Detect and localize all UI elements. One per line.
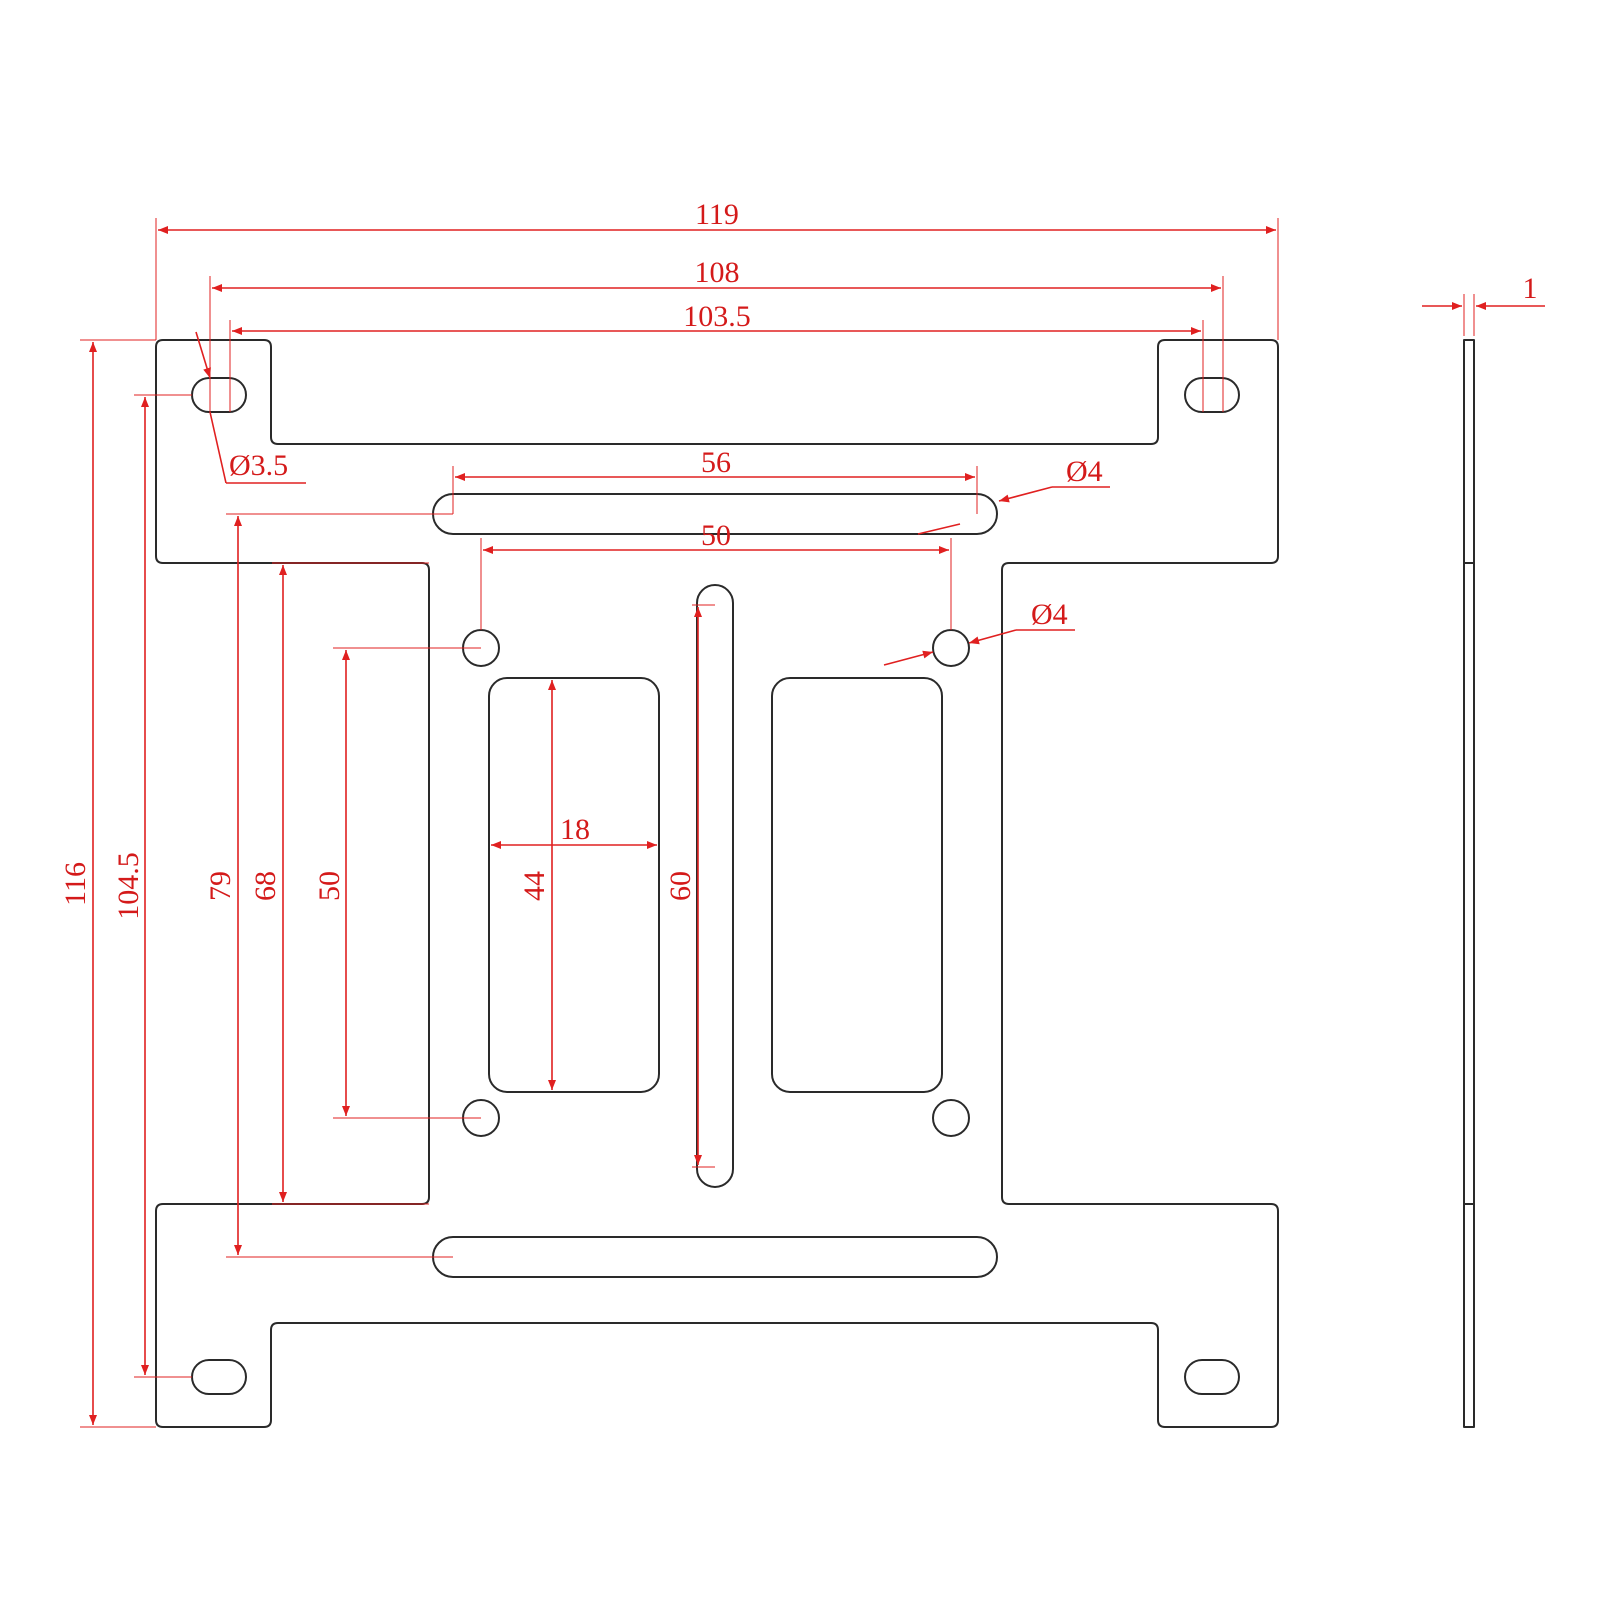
side-profile bbox=[1463, 339, 1475, 1428]
corner-hole-top-left bbox=[191, 377, 247, 413]
label-overall-width: 119 bbox=[695, 198, 739, 231]
dim-side-thickness: 1 bbox=[1422, 272, 1545, 336]
label-overall-height: 116 bbox=[59, 862, 92, 906]
label-side-thickness: 1 bbox=[1523, 272, 1538, 305]
label-inner-arm-height: 68 bbox=[249, 871, 282, 901]
dim-window-height: 44 bbox=[518, 680, 556, 1090]
label-window-width: 18 bbox=[560, 813, 590, 846]
label-round-hole-spacing-y: 50 bbox=[313, 871, 346, 901]
label-round-hole-spacing-x: 50 bbox=[701, 519, 731, 552]
label-center-slot-length: 60 bbox=[664, 871, 697, 901]
label-outer-hole-spacing-y: 104.5 bbox=[112, 852, 145, 920]
window-left bbox=[488, 677, 660, 1093]
dim-outer-hole-spacing: 108 bbox=[209, 256, 1224, 412]
dim-slot-end-diameter: Ø4 bbox=[917, 455, 1110, 535]
dim-round-hole-diameter: Ø4 bbox=[883, 598, 1075, 666]
label-slot-spacing-y: 79 bbox=[204, 871, 237, 901]
dim-slot-length: 56 bbox=[452, 446, 978, 514]
dim-overall-width: 119 bbox=[155, 198, 1279, 340]
dim-overall-height: 116 bbox=[59, 339, 156, 1428]
corner-hole-bottom-left bbox=[191, 1359, 247, 1395]
dim-round-hole-spacing-y: 50 bbox=[313, 647, 481, 1119]
dim-window-width: 18 bbox=[491, 813, 657, 849]
dim-slot-spacing-y: 79 bbox=[204, 513, 453, 1258]
bottom-slot bbox=[432, 1236, 998, 1278]
label-small-hole-diameter: Ø3.5 bbox=[229, 449, 288, 482]
label-outer-hole-spacing: 108 bbox=[695, 256, 740, 289]
dim-round-hole-spacing-x: 50 bbox=[480, 519, 952, 630]
round-hole-bottom-right bbox=[932, 1099, 970, 1137]
label-slot-length: 56 bbox=[701, 446, 731, 479]
plate-outline bbox=[155, 339, 1279, 1428]
corner-hole-top-right bbox=[1184, 377, 1240, 413]
center-slot bbox=[696, 584, 734, 1188]
label-slot-end-diameter: Ø4 bbox=[1066, 455, 1103, 488]
label-inner-hole-spacing: 103.5 bbox=[683, 300, 751, 333]
label-round-hole-diameter: Ø4 bbox=[1031, 598, 1068, 631]
window-right bbox=[771, 677, 943, 1093]
label-window-height: 44 bbox=[518, 871, 551, 901]
corner-hole-bottom-right bbox=[1184, 1359, 1240, 1395]
plate-side-view bbox=[1463, 339, 1475, 1428]
dim-inner-arm-height: 68 bbox=[249, 562, 429, 1205]
dim-inner-hole-spacing: 103.5 bbox=[229, 300, 1204, 412]
dimensions: 119 108 103.5 1 Ø3.5 bbox=[59, 198, 1545, 1428]
dim-center-slot-length: 60 bbox=[664, 604, 715, 1168]
dim-outer-hole-spacing-y: 104.5 bbox=[112, 394, 192, 1378]
dim-small-hole-diameter: Ø3.5 bbox=[195, 331, 306, 484]
round-hole-top-right bbox=[932, 629, 970, 667]
